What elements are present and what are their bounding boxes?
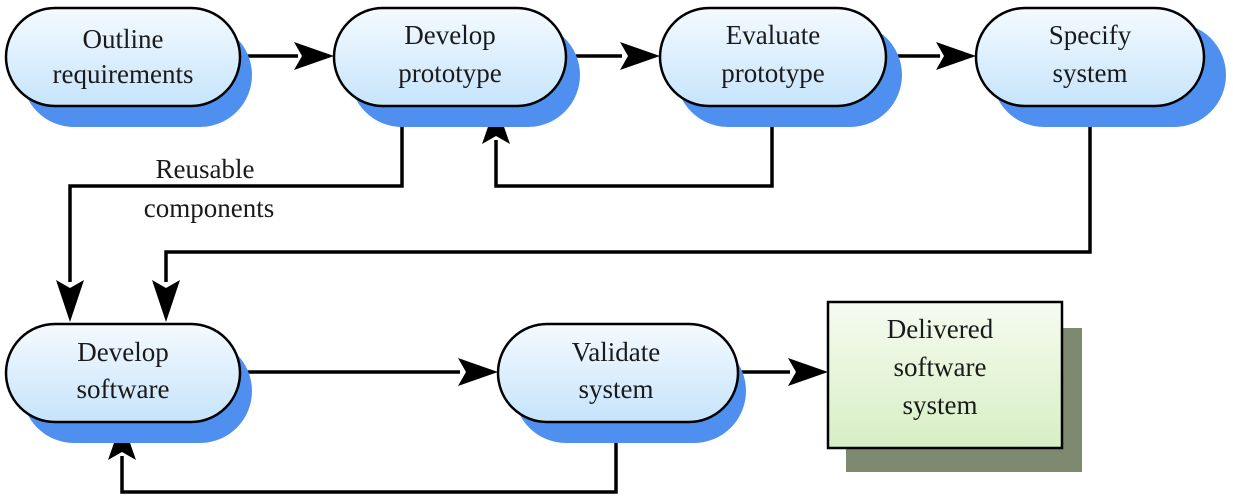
node-label-line1: Specify <box>1049 20 1132 50</box>
node-specify-system: Specify system <box>974 6 1226 127</box>
node-label-line1: Develop <box>404 20 495 50</box>
node-label-line2: system <box>578 374 653 404</box>
node-label-line3: system <box>902 390 977 420</box>
arrowhead-icon <box>56 280 84 322</box>
arrow-reusable-components-to-develop-software <box>56 104 404 322</box>
node-label-line1: Develop <box>77 337 168 367</box>
node-delivered-software-system: Delivered software system <box>826 300 1082 472</box>
node-label-line1: Evaluate <box>726 20 820 50</box>
edge-label-line1: Reusable <box>156 154 255 184</box>
node-label-line2: software <box>894 352 987 382</box>
edge-label-reusable-components: Reusable components <box>144 154 274 223</box>
arrow-specify-system-to-develop-software <box>152 104 1092 322</box>
node-label-line1: Outline <box>83 24 164 54</box>
node-evaluate-prototype: Evaluate prototype <box>658 6 902 127</box>
node-develop-prototype: Develop prototype <box>332 6 580 127</box>
arrow-outline-to-develop-prototype <box>240 42 334 70</box>
arrow-validate-to-delivered-system <box>738 358 828 386</box>
node-label-line2: prototype <box>398 58 501 88</box>
arrowhead-icon <box>458 358 498 386</box>
arrowhead-icon <box>294 42 334 70</box>
node-label-line2: requirements <box>53 59 194 89</box>
arrowhead-icon <box>788 358 828 386</box>
node-label-line2: prototype <box>721 58 824 88</box>
node-develop-software: Develop software <box>4 322 252 443</box>
node-outline-requirements: Outline requirements <box>4 6 252 127</box>
arrowhead-icon <box>936 42 976 70</box>
connectors <box>56 42 1092 494</box>
node-validate-system: Validate system <box>496 322 746 443</box>
arrow-develop-software-to-validate-system <box>240 358 498 386</box>
node-label-line2: software <box>77 374 170 404</box>
arrowhead-icon <box>620 42 660 70</box>
edge-label-line2: components <box>144 193 274 223</box>
node-label-line1: Delivered <box>887 314 994 344</box>
node-label-line1: Validate <box>572 337 660 367</box>
node-label-line2: system <box>1052 58 1127 88</box>
arrowhead-icon <box>152 280 180 322</box>
arrow-develop-to-evaluate-prototype <box>566 42 660 70</box>
